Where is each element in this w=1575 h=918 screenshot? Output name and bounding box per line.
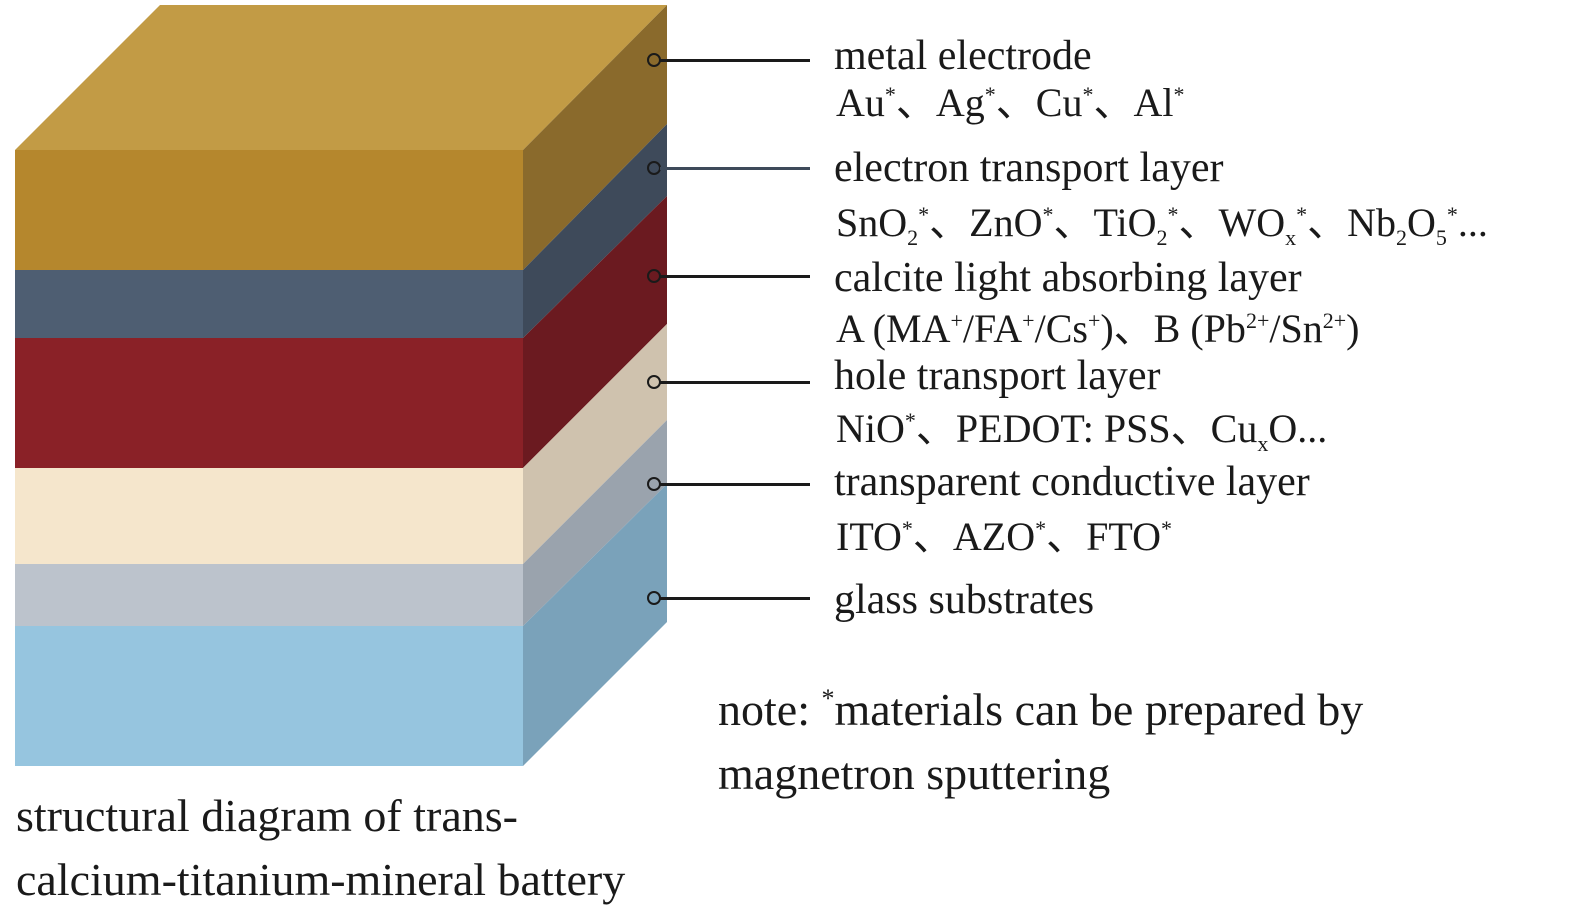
transparent-conductive-materials: ITO*、AZO*、FTO* <box>836 514 1172 560</box>
azo-text: 、AZO <box>912 514 1036 559</box>
glass-substrate-side-face <box>523 484 667 766</box>
electron-transport-layer-side-face <box>523 124 667 338</box>
zno-star: * <box>1042 202 1054 227</box>
note-line-1: materials can be prepared by <box>834 684 1364 735</box>
nb-text: Nb <box>1347 200 1397 245</box>
pedot-text: 、PEDOT: PSS、Cu <box>915 406 1258 451</box>
hole-transport-label: hole transport layer <box>834 353 1161 399</box>
cs-text: /Cs <box>1034 306 1088 351</box>
sep-3: 、 <box>1093 80 1134 125</box>
calcite-materials: A (MA+/FA+/Cs+)、B (Pb2+/Sn2+) <box>836 306 1359 352</box>
calcite-connector <box>660 275 810 278</box>
hole-transport-layer-side-face <box>523 324 667 564</box>
sn-text: /Sn <box>1269 306 1323 351</box>
tio-star: * <box>1167 202 1179 227</box>
calcite-label: calcite light absorbing layer <box>834 255 1302 301</box>
metal-electrode-connector <box>660 59 810 62</box>
transparent-conductive-connector <box>660 483 810 486</box>
electron-transport-connector <box>660 167 810 170</box>
o-ellipsis-text: O... <box>1268 406 1328 451</box>
cs-plus: + <box>1087 308 1101 333</box>
cu-sub: x <box>1257 431 1269 456</box>
nb-sub: 2 <box>1396 225 1408 250</box>
wo-text: WO <box>1218 200 1286 245</box>
transparent-conductive-layer-front-face <box>15 564 523 626</box>
metal-electrode-side-face <box>523 5 667 270</box>
pb-charge: 2+ <box>1245 308 1270 333</box>
metal-electrode-front-face <box>15 150 523 270</box>
au-star: * <box>884 82 896 107</box>
hole-transport-layer-front-face <box>15 468 523 564</box>
close-b-text: )、B (Pb <box>1100 306 1246 351</box>
fto-star: * <box>1160 516 1172 541</box>
note-text: note: *materials can be prepared by magn… <box>718 678 1363 806</box>
a-open-text: A (MA <box>836 306 951 351</box>
electron-transport-materials: SnO2*、ZnO*、TiO2*、WOx*、Nb2O5*... <box>836 200 1488 249</box>
layer-stack-diagram <box>15 5 667 766</box>
calcite-close: ) <box>1346 306 1360 351</box>
note-star: * <box>821 684 835 713</box>
wo-star: * <box>1296 202 1308 227</box>
sno-sub: 2 <box>907 225 919 250</box>
metal-electrode-materials: Au*、Ag*、Cu*、Al* <box>836 80 1184 126</box>
etl-sep-4: 、 <box>1307 200 1348 245</box>
nb-star: * <box>1446 202 1458 227</box>
etl-sep-1: 、 <box>929 200 970 245</box>
azo-star: * <box>1035 516 1047 541</box>
o-text: O <box>1407 200 1436 245</box>
glass-substrate-label: glass substrates <box>834 577 1095 623</box>
sno-text: SnO <box>836 200 908 245</box>
ma-plus: + <box>950 308 963 333</box>
calcite-layer-side-face <box>523 196 667 468</box>
figure-caption: structural diagram of trans- calcium-tit… <box>16 784 625 912</box>
fa-plus: + <box>1022 308 1035 333</box>
sep-2: 、 <box>995 80 1036 125</box>
electron-transport-label: electron transport layer <box>834 145 1224 191</box>
nio-star: * <box>904 408 916 433</box>
sep-1: 、 <box>895 80 936 125</box>
fa-text: /FA <box>962 306 1023 351</box>
etl-sep-2: 、 <box>1053 200 1094 245</box>
etl-sep-3: 、 <box>1178 200 1219 245</box>
au-text: Au <box>836 80 885 125</box>
tio-sub: 2 <box>1156 225 1168 250</box>
fto-text: 、FTO <box>1046 514 1161 559</box>
glass-substrate-front-face <box>15 626 523 766</box>
wo-sub: x <box>1285 225 1297 250</box>
transparent-conductive-layer-side-face <box>523 420 667 626</box>
note-prefix: note: <box>718 684 822 735</box>
ag-text: Ag <box>935 80 985 125</box>
ito-text: ITO <box>836 514 902 559</box>
metal-electrode-label: metal electrode <box>834 33 1092 79</box>
caption-line-2: calcium-titanium-mineral battery <box>16 854 626 905</box>
tio-text: TiO <box>1093 200 1157 245</box>
calcite-layer-front-face <box>15 338 523 468</box>
glass-substrate-connector <box>660 597 810 600</box>
al-star: * <box>1173 82 1185 107</box>
transparent-conductive-label: transparent conductive layer <box>834 459 1310 505</box>
metal-electrode-top-face <box>15 5 667 150</box>
o-sub: 5 <box>1435 225 1447 250</box>
ito-star: * <box>901 516 913 541</box>
cu-star: * <box>1082 82 1094 107</box>
al-text: Al <box>1133 80 1174 125</box>
cu-text: Cu <box>1035 80 1083 125</box>
ag-star: * <box>984 82 996 107</box>
note-line-2: magnetron sputtering <box>718 748 1111 799</box>
zno-text: ZnO <box>969 200 1043 245</box>
sno-star: * <box>918 202 930 227</box>
caption-line-1: structural diagram of trans- <box>16 790 518 841</box>
sn-charge: 2+ <box>1322 308 1347 333</box>
etl-ellipsis: ... <box>1457 200 1488 245</box>
hole-transport-connector <box>660 381 810 384</box>
nio-text: NiO <box>836 406 905 451</box>
hole-transport-materials: NiO*、PEDOT: PSS、CuxO... <box>836 406 1328 455</box>
electron-transport-layer-front-face <box>15 270 523 338</box>
